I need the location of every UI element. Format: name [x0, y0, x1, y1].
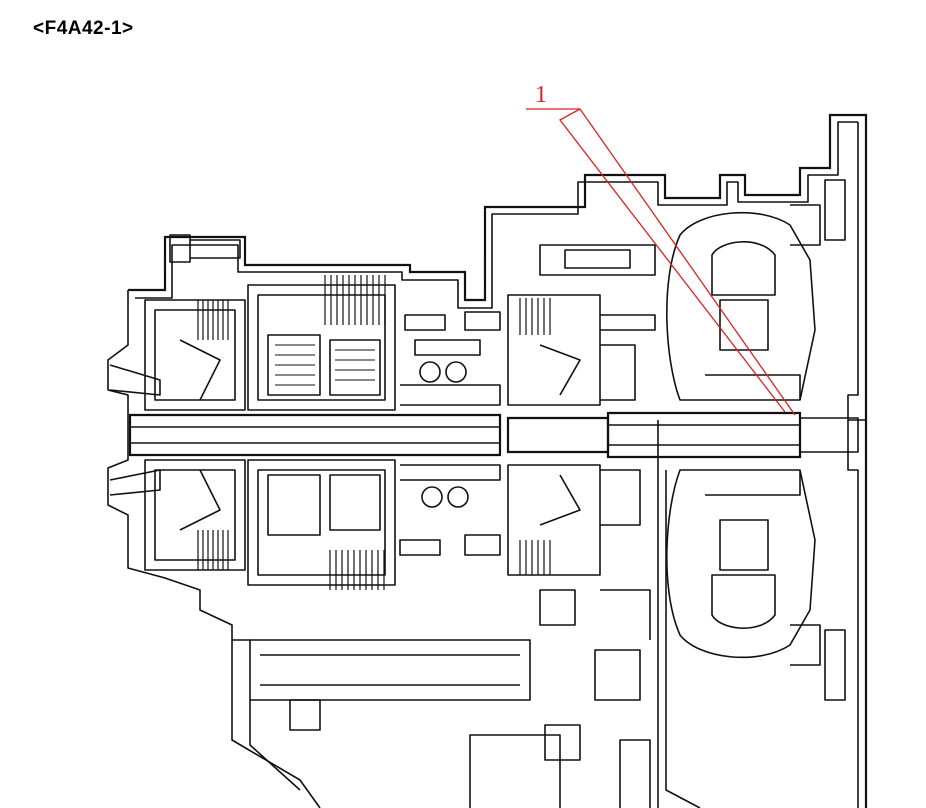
upper-clutch-pack-right	[507, 294, 656, 406]
upper-bearing-group	[400, 311, 501, 406]
lower-bearing-group	[399, 464, 501, 556]
housing-outline	[107, 113, 868, 808]
callout-leader-line-secondary	[559, 108, 786, 413]
callout-number: 1	[535, 82, 547, 108]
lower-clutch-pack-right	[507, 464, 641, 576]
output-gear-assembly	[250, 589, 651, 761]
diagram-title: <F4A42-1>	[33, 18, 134, 39]
lower-clutch-pack-center	[247, 459, 396, 590]
upper-clutch-pack-center	[247, 275, 396, 411]
callout-leader-line	[526, 108, 796, 416]
upper-bolt	[169, 234, 656, 276]
upper-clutch-pack-left	[109, 299, 246, 411]
torque-converter	[666, 179, 846, 701]
callout-1: 1	[526, 82, 796, 416]
lower-clutch-pack-left	[109, 459, 246, 571]
main-shaft	[128, 411, 859, 459]
